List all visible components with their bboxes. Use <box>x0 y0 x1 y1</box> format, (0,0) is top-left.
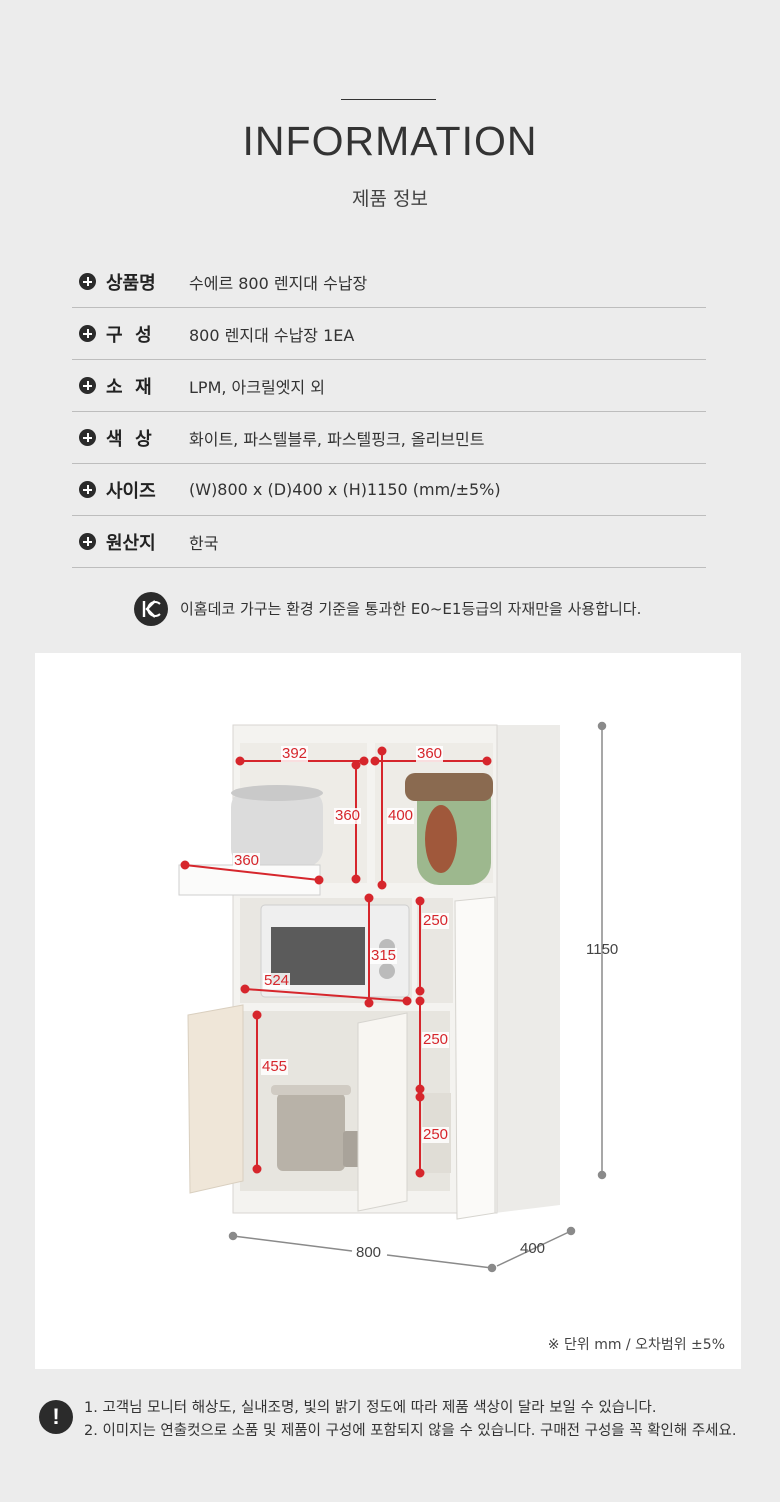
dim-label: 392 <box>281 745 309 762</box>
info-value: 한국 <box>189 533 219 553</box>
dim-label: 360 <box>334 807 362 824</box>
info-row-origin: 원산지 한국 <box>72 516 706 568</box>
info-row-product-name: 상품명 수에르 800 렌지대 수납장 <box>72 256 706 308</box>
plus-circle-icon <box>79 273 96 290</box>
info-label: 색 상 <box>106 428 152 450</box>
dim-label: 250 <box>422 912 450 929</box>
info-label: 원산지 <box>106 532 156 554</box>
plus-circle-icon <box>79 533 96 550</box>
page-title: INFORMATION <box>242 118 538 164</box>
overall-height-label: 1150 <box>586 941 619 958</box>
info-label: 상품명 <box>106 272 156 294</box>
dim-label: 455 <box>261 1058 289 1075</box>
info-value: (W)800 x (D)400 x (H)1150 (mm/±5%) <box>189 480 501 499</box>
page-subtitle: 제품 정보 <box>352 188 428 210</box>
top-divider <box>341 99 436 100</box>
dim-label: 524 <box>263 972 291 989</box>
info-value: 화이트, 파스텔블루, 파스텔핑크, 올리브민트 <box>189 429 485 449</box>
notice-line: 1. 고객님 모니터 해상도, 실내조명, 빛의 밝기 정도에 따라 제품 색상… <box>84 1400 657 1416</box>
info-value: 800 렌지대 수납장 1EA <box>189 325 355 345</box>
info-row-material: 소 재 LPM, 아크릴엣지 외 <box>72 360 706 412</box>
overall-width-label: 800 <box>356 1244 382 1261</box>
dim-label: 250 <box>422 1031 450 1048</box>
plus-circle-icon <box>79 377 96 394</box>
info-value: 수에르 800 렌지대 수납장 <box>189 273 368 293</box>
plus-circle-icon <box>79 325 96 342</box>
overall-depth-label: 400 <box>520 1240 546 1257</box>
dim-label: 400 <box>387 807 415 824</box>
certification-text: 이홈데코 가구는 환경 기준을 통과한 E0~E1등급의 자재만을 사용합니다. <box>180 600 642 618</box>
info-row-color: 색 상 화이트, 파스텔블루, 파스텔핑크, 올리브민트 <box>72 412 706 464</box>
plus-circle-icon <box>79 481 96 498</box>
dim-label: 360 <box>416 745 444 762</box>
product-info-table: 상품명 수에르 800 렌지대 수납장 구 성 800 렌지대 수납장 1EA … <box>72 256 706 568</box>
info-value: LPM, 아크릴엣지 외 <box>189 377 325 397</box>
dim-label: 250 <box>422 1126 450 1143</box>
info-label: 사이즈 <box>106 480 156 502</box>
dimension-diagram: 392 360 360 400 360 250 315 524 455 250 … <box>35 653 741 1369</box>
info-label: 구 성 <box>106 324 152 346</box>
dim-label: 360 <box>233 852 261 869</box>
cabinet-illustration <box>178 721 607 1273</box>
kc-mark-icon <box>134 592 168 626</box>
unit-note: ※ 단위 mm / 오차범위 ±5% <box>547 1337 725 1353</box>
info-row-size: 사이즈 (W)800 x (D)400 x (H)1150 (mm/±5%) <box>72 464 706 516</box>
exclamation-icon: ! <box>39 1400 73 1434</box>
info-row-composition: 구 성 800 렌지대 수납장 1EA <box>72 308 706 360</box>
dim-label: 315 <box>370 947 398 964</box>
plus-circle-icon <box>79 429 96 446</box>
notice-line: 2. 이미지는 연출컷으로 소품 및 제품이 구성에 포함되지 않을 수 있습니… <box>84 1423 737 1439</box>
info-label: 소 재 <box>106 376 152 398</box>
